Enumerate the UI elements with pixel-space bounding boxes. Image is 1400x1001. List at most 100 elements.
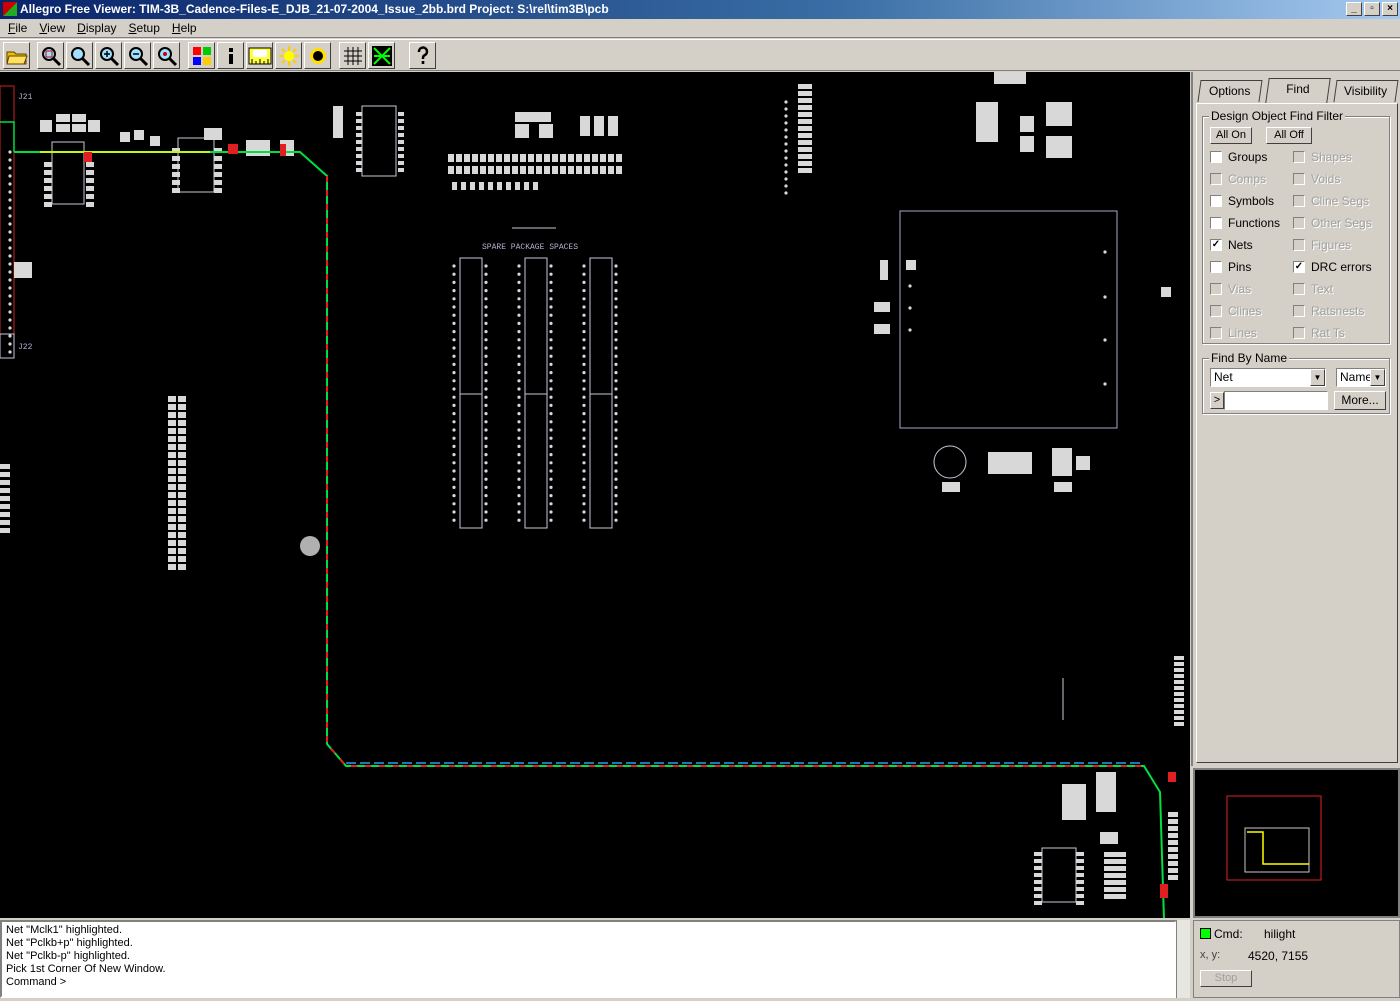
expand-button[interactable]: > [1210,392,1224,409]
highlight-button[interactable] [275,42,302,69]
checkbox-box [1210,283,1222,295]
checkbox-label: Rat Ts [1311,326,1345,340]
tab-visibility[interactable]: Visibility [1333,80,1399,102]
info-button[interactable] [217,42,244,69]
zoom-fit-button[interactable] [37,42,64,69]
filter-checkbox-functions[interactable]: Functions [1210,216,1280,230]
more-button[interactable]: More... [1334,391,1386,410]
control-panel: Options Find Visibility Design Object Fi… [1191,72,1400,766]
grid-button[interactable] [339,42,366,69]
find-type-select[interactable]: Net ▼ [1210,368,1326,387]
menu-file[interactable]: File [8,21,28,35]
panel-tabs: Options Find Visibility [1197,78,1399,103]
menu-setup[interactable]: Setup [128,21,160,35]
tab-options[interactable]: Options [1197,80,1263,102]
checkbox-label: Symbols [1228,194,1275,208]
checkbox-label: Cline Segs [1311,194,1370,208]
filter-checkbox-lines[interactable]: Lines [1210,326,1257,340]
info-icon [228,47,233,64]
checkbox-box [1210,305,1222,317]
cmd-value: hilight [1264,927,1296,941]
checkbox-box [1293,173,1305,185]
find-mode-select[interactable]: Name ▼ [1336,368,1386,387]
filter-checkbox-pins[interactable]: Pins [1210,260,1251,274]
ratsnest-icon [371,45,392,66]
filter-checkbox-clines[interactable]: Clines [1210,304,1261,318]
filter-checkbox-shapes[interactable]: Shapes [1293,150,1352,164]
chevron-down-icon: ▼ [1310,369,1325,386]
close-button[interactable]: × [1382,2,1398,16]
find-by-name-group: Find By Name Net ▼ Name ▼ > More... [1202,351,1390,414]
filter-checkbox-text[interactable]: Text [1293,282,1333,296]
checkbox-label: Shapes [1311,150,1352,164]
console-scrollbar[interactable] [1176,920,1190,998]
minimize-button[interactable]: _ [1346,2,1362,16]
console-line: Pick 1st Corner Of New Window. [6,963,166,975]
board-drawing: J21 J22 SPARE PACKAGE SPACES [0,72,1184,918]
checkbox-box [1293,305,1305,317]
cmd-label: Cmd: [1214,927,1243,941]
filter-checkbox-cline-segs[interactable]: Cline Segs [1293,194,1369,208]
world-view[interactable] [1193,768,1400,918]
restore-button[interactable]: ▫ [1364,2,1380,16]
checkbox-box [1210,173,1222,185]
checkbox-label: Text [1311,282,1334,296]
filter-checkbox-groups[interactable]: Groups [1210,150,1267,164]
console-line: Net "Mclk1" highlighted. [6,924,123,936]
checkbox-box [1210,195,1222,207]
checkbox-box [1210,217,1222,229]
checkbox-box [1293,217,1305,229]
find-name-input[interactable] [1224,391,1328,410]
filter-checkbox-voids[interactable]: Voids [1293,172,1340,186]
color-icon [192,46,211,65]
menu-view[interactable]: View [39,21,66,35]
tab-find[interactable]: Find [1265,78,1331,103]
checkbox-label: Clines [1228,304,1262,318]
menu-display[interactable]: Display [77,21,117,35]
filter-checkbox-symbols[interactable]: Symbols [1210,194,1274,208]
color-button[interactable] [188,42,215,69]
checkbox-label: Voids [1311,172,1341,186]
filter-checkbox-drc-errors[interactable]: ✓DRC errors [1293,260,1372,274]
dehighlight-button[interactable] [304,42,331,69]
open-button[interactable] [3,42,30,69]
checkbox-label: DRC errors [1311,260,1372,274]
world-view-drawing [1226,795,1322,881]
filter-checkbox-comps[interactable]: Comps [1210,172,1266,186]
filter-checkbox-figures[interactable]: Figures [1293,238,1351,252]
zoom-world-button[interactable] [153,42,180,69]
filter-checkbox-vias[interactable]: Vias [1210,282,1251,296]
checkbox-label: Lines [1228,326,1257,340]
checkbox-box [1293,327,1305,339]
filter-checkbox-other-segs[interactable]: Other Segs [1293,216,1372,230]
command-console[interactable]: Net "Mclk1" highlighted. Net "Pclkb+p" h… [0,920,1177,998]
zoom-world-icon [157,46,177,66]
zoom-in-icon [99,46,119,66]
pads [14,72,1171,844]
checkbox-box [1293,239,1305,251]
stop-button[interactable]: Stop [1200,970,1252,987]
checkbox-label: Vias [1228,282,1252,296]
ratsnest-button[interactable] [368,42,395,69]
filter-checkbox-nets[interactable]: ✓Nets [1210,238,1253,252]
checkbox-label: Groups [1228,150,1268,164]
all-off-button[interactable]: All Off [1266,127,1312,144]
filter-checkbox-rat-ts[interactable]: Rat Ts [1293,326,1345,340]
pcb-canvas[interactable]: J21 J22 SPARE PACKAGE SPACES [0,72,1190,918]
dehighlight-icon [309,47,326,64]
measure-button[interactable] [246,42,273,69]
outlines [0,85,1118,903]
menu-help[interactable]: Help [171,21,197,35]
checkbox-label: Functions [1228,216,1281,230]
checkbox-box: ✓ [1210,239,1222,251]
find-filter-group: Design Object Find Filter All On All Off… [1202,109,1390,344]
window-title: Allegro Free Viewer: TIM-3B_Cadence-File… [20,2,609,16]
filter-checkbox-ratsnests[interactable]: Ratsnests [1293,304,1364,318]
all-on-button[interactable]: All On [1210,127,1252,144]
zoom-points-button[interactable] [66,42,93,69]
label-j21: J21 [18,93,33,102]
help-button[interactable] [409,42,436,69]
zoom-in-button[interactable] [95,42,122,69]
zoom-out-button[interactable] [124,42,151,69]
toolbar [0,39,1400,71]
